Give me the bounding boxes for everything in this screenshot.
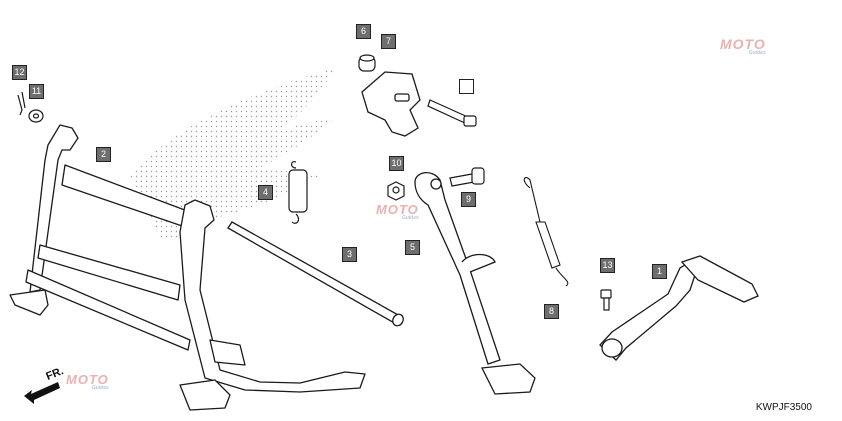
- callout-12[interactable]: 12: [12, 65, 27, 80]
- watermark-text-secondary: Guides: [91, 385, 109, 391]
- callout-3[interactable]: 3: [342, 247, 357, 262]
- callout-7[interactable]: 7: [381, 34, 396, 49]
- callout-blank[interactable]: [459, 79, 474, 94]
- part-8-side-stand-spring: [523, 177, 569, 287]
- watermark-text-primary: MOTO: [376, 202, 419, 217]
- callout-13[interactable]: 13: [600, 258, 615, 273]
- part-6-collar: [358, 54, 376, 72]
- callout-10[interactable]: 10: [389, 156, 404, 171]
- front-direction-arrow: [24, 382, 60, 404]
- watermark-text-primary: MOTO: [720, 36, 766, 52]
- callout-1[interactable]: 1: [652, 264, 667, 279]
- callout-9[interactable]: 9: [461, 192, 476, 207]
- part-10-nut: [387, 181, 405, 201]
- callout-11[interactable]: 11: [29, 84, 44, 99]
- watermark-text-secondary: Guides: [748, 50, 766, 56]
- part-12-cotter-pin: [17, 91, 26, 116]
- diagram-code: KWPJF3500: [755, 402, 812, 413]
- watermark-bottom-left: MOTO Guides: [66, 372, 109, 391]
- bolt-unlabeled: [427, 99, 477, 127]
- part-11-washer: [28, 109, 44, 123]
- part-7-bracket: [361, 71, 421, 137]
- callout-5[interactable]: 5: [405, 240, 420, 255]
- part-4-stand-spring: [288, 161, 308, 224]
- watermark-center: MOTO Guides: [376, 202, 419, 221]
- part-3-pivot-shaft: [227, 221, 404, 327]
- part-2-main-stand: [9, 124, 366, 411]
- callout-2[interactable]: 2: [96, 147, 111, 162]
- part-9-bolt: [449, 167, 485, 187]
- watermark-top-right: MOTO Guides: [720, 36, 766, 56]
- callout-8[interactable]: 8: [544, 304, 559, 319]
- wing-logo-background: [130, 68, 335, 239]
- watermark-text-secondary: Guides: [401, 215, 419, 221]
- part-1-kick-starter-arm: [599, 255, 759, 361]
- callout-4[interactable]: 4: [258, 185, 273, 200]
- part-13-bolt: [600, 289, 612, 311]
- watermark-text-primary: MOTO: [66, 372, 109, 387]
- callout-6[interactable]: 6: [356, 24, 371, 39]
- part-5-side-stand: [414, 172, 536, 395]
